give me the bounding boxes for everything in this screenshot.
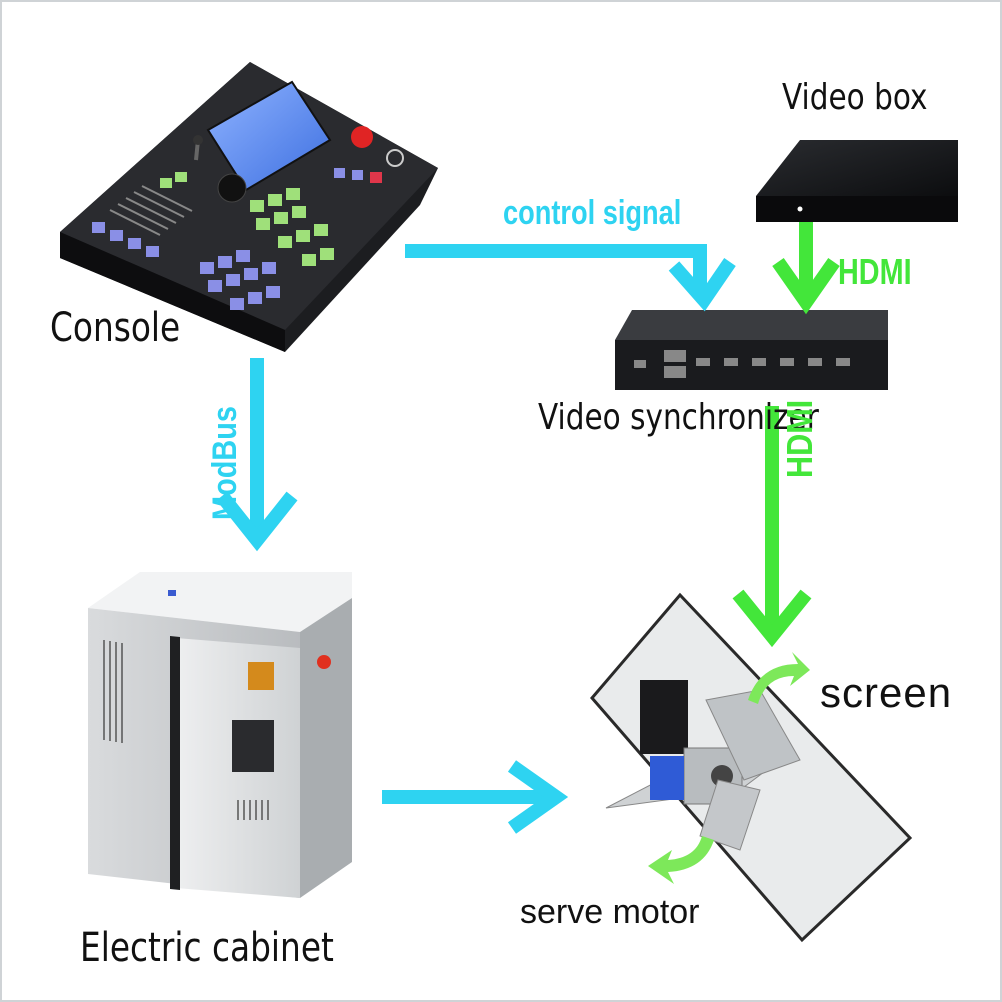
rotate-ccw-arrow-icon: [648, 836, 714, 884]
control-signal-arrow: [405, 244, 707, 290]
electric-cabinet-label: Electric cabinet: [80, 925, 334, 971]
green-key-group: [160, 172, 334, 266]
blue-key-group: [92, 168, 363, 310]
video-box-device: [756, 140, 958, 222]
serve-motor-label: serve motor: [520, 893, 700, 931]
red-key: [370, 172, 382, 183]
emergency-stop-button: [351, 126, 373, 148]
video-synchronizer-label: Video synchronizer: [538, 397, 819, 438]
green-arrows: [732, 222, 840, 648]
jog-wheel: [217, 173, 247, 203]
console-lcd-screen: [206, 80, 332, 192]
electric-cabinet-device: [88, 572, 352, 898]
hdmi-label-top: HDMI: [838, 251, 912, 292]
hdmi-label-side: HDMI: [779, 399, 820, 478]
rotate-cw-arrow-icon: [748, 652, 810, 704]
cyan-arrows: [216, 244, 736, 834]
console-device: [60, 62, 438, 352]
console-label: Console: [50, 305, 181, 351]
key-lock-icon: [386, 149, 404, 167]
modbus-label: ModBus: [206, 406, 244, 520]
video-box-label: Video box: [782, 77, 928, 118]
servo-motor-assembly: [605, 680, 801, 851]
control-signal-label: control signal: [503, 194, 682, 232]
fader-bank: [109, 185, 193, 236]
screen-label: screen: [820, 669, 953, 716]
video-synchronizer-device: [615, 310, 888, 390]
